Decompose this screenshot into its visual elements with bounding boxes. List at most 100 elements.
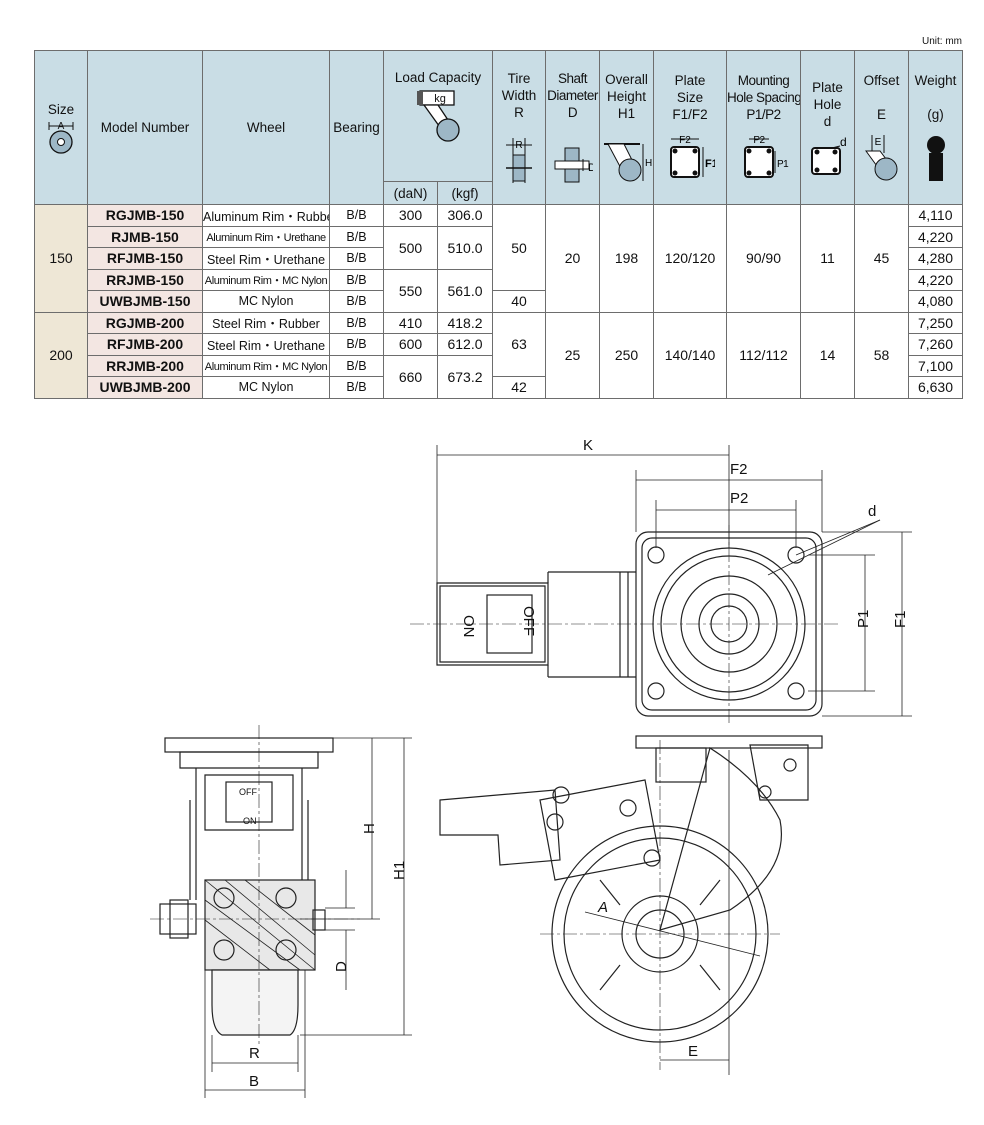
- wheel-cell: Steel Rim・Urethane: [202, 333, 330, 356]
- svg-text:R: R: [515, 140, 522, 151]
- tire-width-cell: 50: [492, 204, 546, 291]
- svg-text:kg: kg: [434, 93, 446, 105]
- dim-r-label: R: [249, 1045, 260, 1062]
- wheel-cell: Aluminum Rim・Urethane: [202, 225, 330, 248]
- dim-f2-label: F2: [730, 461, 748, 478]
- plate-hole-cell: 14: [800, 311, 855, 399]
- svg-text:F1: F1: [705, 158, 715, 170]
- mounting-spacing-cell: 112/112: [726, 311, 801, 399]
- model-cell: RRJMB-150: [87, 268, 203, 291]
- tire-width-icon: R: [506, 138, 532, 183]
- dim-b-label: B: [249, 1073, 259, 1090]
- wheel-cell: Aluminum Rim・MC Nylon: [202, 268, 330, 291]
- svg-text:D: D: [588, 162, 593, 174]
- bearing-cell: B/B: [329, 376, 384, 399]
- weight-cell: 6,630: [908, 376, 963, 399]
- dim-d-shaft-label: D: [333, 961, 350, 972]
- dim-e-label: E: [688, 1043, 698, 1060]
- header-offset: Offset E E: [854, 50, 909, 205]
- header-bearing: Bearing: [329, 50, 384, 205]
- wheel-cell: Aluminum Rim・MC Nylon: [202, 354, 330, 377]
- load-dan-cell: 600: [383, 333, 438, 356]
- overall-height-icon: H1: [603, 143, 652, 182]
- dim-f1-label: F1: [892, 610, 909, 628]
- svg-text:P1: P1: [777, 159, 789, 170]
- unit-note: Unit: mm: [922, 36, 962, 47]
- header-wheel: Wheel: [202, 50, 330, 205]
- load-dan-cell: 660: [383, 354, 438, 399]
- offset-cell: 58: [854, 311, 909, 399]
- model-cell: UWBJMB-200: [87, 376, 203, 399]
- dim-a-label: A: [597, 899, 608, 916]
- header-weight: Weight (g): [908, 50, 963, 205]
- side-view: [150, 725, 412, 1098]
- svg-text:d: d: [840, 136, 847, 149]
- dim-h-label: H: [361, 823, 378, 834]
- bearing-cell: B/B: [329, 225, 384, 248]
- tire-width-cell: 42: [492, 376, 546, 399]
- on-label: ON: [460, 615, 477, 638]
- bearing-cell: B/B: [329, 290, 384, 313]
- weight-cell: 4,110: [908, 204, 963, 227]
- header-model: Model Number: [87, 50, 203, 205]
- dim-k-label: K: [583, 437, 593, 454]
- shaft-diameter-icon: D: [554, 147, 593, 183]
- load-kgf-cell: 673.2: [437, 354, 493, 399]
- dim-d-label: d: [868, 503, 876, 520]
- dim-p2-label: P2: [730, 490, 748, 507]
- shaft-diameter-cell: 25: [545, 311, 600, 399]
- top-view: [410, 445, 912, 725]
- header-dan: (daN): [383, 181, 438, 205]
- side-off-label: OFF: [239, 787, 257, 797]
- svg-text:H1: H1: [645, 158, 652, 169]
- shaft-diameter-cell: 20: [545, 204, 600, 313]
- svg-text:F2: F2: [679, 135, 691, 146]
- mounting-spacing-cell: 90/90: [726, 204, 801, 313]
- size-cell: 200: [34, 311, 88, 399]
- svg-text:E: E: [874, 137, 881, 148]
- plate-size-cell: 120/120: [653, 204, 727, 313]
- weight-cell: 7,100: [908, 354, 963, 377]
- wheel-cell: MC Nylon: [202, 376, 330, 399]
- dim-h1-label: H1: [391, 861, 408, 880]
- load-dan-cell: 550: [383, 268, 438, 313]
- plate-size-icon: F2 F1: [670, 135, 715, 178]
- svg-text:P2: P2: [753, 135, 765, 146]
- weight-icon: [926, 136, 945, 181]
- header-size: Size A: [34, 50, 88, 205]
- load-kgf-cell: 418.2: [437, 311, 493, 334]
- model-cell: RGJMB-200: [87, 311, 203, 334]
- load-kgf-cell: 306.0: [437, 204, 493, 227]
- plate-hole-cell: 11: [800, 204, 855, 313]
- header-kgf: (kgf): [437, 181, 493, 205]
- weight-cell: 7,250: [908, 311, 963, 334]
- load-capacity-icon: kg: [417, 90, 460, 142]
- wheel-diameter-icon: A: [48, 121, 74, 154]
- overall-height-cell: 250: [599, 311, 654, 399]
- overall-height-cell: 198: [599, 204, 654, 313]
- weight-cell: 4,220: [908, 268, 963, 291]
- svg-text:A: A: [58, 121, 65, 132]
- spec-table: Size A Model Number Wheel Bearing Load C…: [34, 50, 963, 399]
- size-cell: 150: [34, 204, 88, 313]
- offset-icon: E: [864, 135, 897, 181]
- header-load: Load Capacity kg: [383, 50, 493, 182]
- front-view: [439, 735, 823, 1075]
- off-label: OFF: [520, 606, 537, 636]
- mounting-hole-icon: P2 P1: [743, 135, 789, 178]
